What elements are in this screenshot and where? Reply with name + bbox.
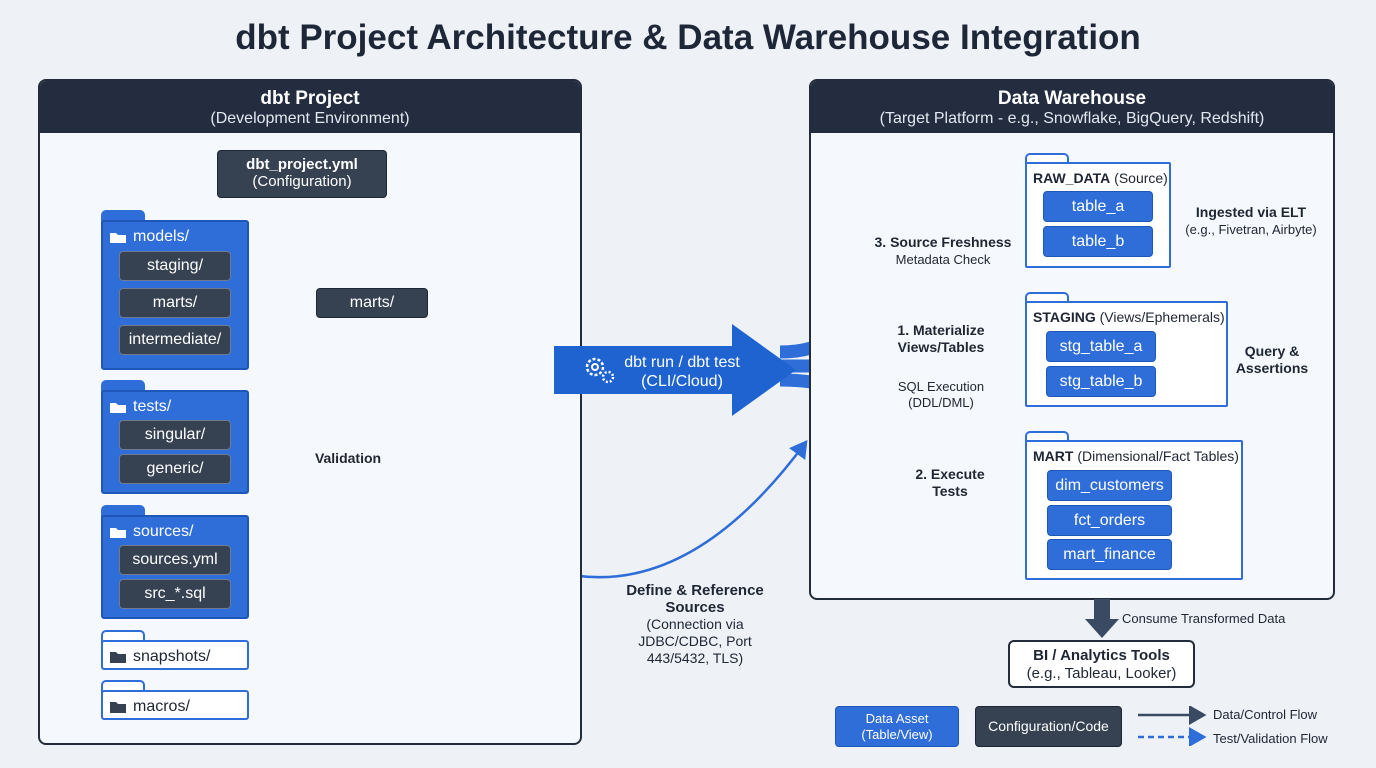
mart-name: MART — [1033, 448, 1074, 464]
define-sources-detail-3: 443/5432, TLS) — [646, 650, 744, 666]
legend-data-asset: Data Asset (Table/View) — [835, 706, 959, 747]
legend-config-code: Configuration/Code — [975, 706, 1122, 747]
snapshots-folder-label: snapshots/ — [133, 648, 211, 665]
sql-execution-detail: (DDL/DML) — [908, 395, 974, 410]
freshness-title: 3. Source Freshness — [874, 234, 1012, 250]
fct-orders-table[interactable]: fct_orders — [1047, 505, 1172, 536]
data-warehouse-subtitle: (Target Platform - e.g., Snowflake, BigQ… — [879, 110, 1265, 127]
src-sql-file[interactable]: src_*.sql — [119, 579, 231, 609]
execute-tests-title-2: Tests — [932, 483, 968, 499]
marts-subfolder[interactable]: marts/ — [119, 288, 231, 318]
execute-tests-label: 2. Execute Tests — [898, 466, 1002, 500]
raw-data-name: RAW_DATA — [1033, 170, 1111, 186]
legend-data-asset-line-2: (Table/View) — [861, 727, 933, 742]
bi-tools-title: BI / Analytics Tools — [1033, 647, 1170, 664]
freshness-detail: Metadata Check — [895, 252, 991, 267]
materialize-label: 1. Materialize Views/Tables — [882, 322, 1000, 356]
diagram-title: dbt Project Architecture & Data Warehous… — [235, 18, 1141, 57]
sql-execution-title: SQL Execution — [897, 379, 985, 394]
bi-tools-detail: (e.g., Tableau, Looker) — [1026, 665, 1177, 682]
freshness-label: 3. Source Freshness Metadata Check — [870, 234, 1016, 268]
open-folder-icon — [109, 526, 127, 539]
query-assertions-label: Query & Assertions — [1232, 343, 1312, 377]
dbt-project-title: dbt Project — [260, 88, 360, 109]
table-b[interactable]: table_b — [1043, 226, 1153, 257]
folder-icon — [109, 701, 127, 714]
staging-name: STAGING — [1033, 309, 1096, 325]
sql-execution-label: SQL Execution (DDL/DML) — [882, 379, 1000, 411]
legend-data-asset-line-1: Data Asset — [865, 711, 929, 726]
data-warehouse-header: Data Warehouse (Target Platform - e.g., … — [811, 81, 1333, 133]
open-folder-icon — [109, 231, 127, 244]
validation-label: Validation — [314, 450, 382, 466]
ingested-title: Ingested via ELT — [1195, 204, 1307, 220]
open-folder-icon — [109, 401, 127, 414]
models-folder-label: models/ — [133, 228, 190, 245]
dbt-project-yml-name: dbt_project.yml — [246, 156, 358, 173]
query-assertions-line-2: Assertions — [1235, 360, 1309, 376]
macros-folder-label: macros/ — [133, 698, 190, 715]
materialize-title-1: 1. Materialize — [897, 322, 985, 338]
staging-subfolder[interactable]: staging/ — [119, 251, 231, 281]
define-sources-title-1: Define & Reference — [626, 582, 764, 599]
tests-folder-label: tests/ — [133, 398, 172, 415]
table-a[interactable]: table_a — [1043, 191, 1153, 222]
macros-folder[interactable]: macros/ — [101, 690, 249, 720]
generic-subfolder[interactable]: generic/ — [119, 454, 231, 484]
mart-note: (Dimensional/Fact Tables) — [1077, 448, 1239, 464]
dbt-engine-command: dbt run / dbt test — [624, 354, 740, 371]
stg-table-b[interactable]: stg_table_b — [1046, 366, 1156, 397]
snapshots-folder[interactable]: snapshots/ — [101, 640, 249, 670]
define-sources-detail-2: JDBC/CDBC, Port — [638, 633, 752, 649]
stg-table-a[interactable]: stg_table_a — [1046, 331, 1156, 362]
intermediate-subfolder[interactable]: intermediate/ — [119, 325, 231, 355]
legend-lines — [1138, 706, 1207, 746]
ingested-detail: (e.g., Fivetran, Airbyte) — [1185, 222, 1317, 237]
gears-icon — [582, 354, 618, 391]
consume-label: Consume Transformed Data — [1122, 611, 1286, 626]
raw-data-note: (Source) — [1114, 170, 1168, 186]
sources-yml-file[interactable]: sources.yml — [119, 545, 231, 575]
dbt-engine-label: dbt run / dbt test (CLI/Cloud) — [614, 353, 750, 391]
execute-tests-title-1: 2. Execute — [915, 466, 985, 482]
singular-subfolder[interactable]: singular/ — [119, 420, 231, 450]
sources-folder-label: sources/ — [133, 523, 194, 540]
legend-dashed-label: Test/Validation Flow — [1213, 731, 1328, 746]
define-sources-label: Define & Reference Sources (Connection v… — [620, 582, 770, 667]
dbt-engine-arrow[interactable] — [554, 324, 798, 416]
ingested-label: Ingested via ELT (e.g., Fivetran, Airbyt… — [1174, 204, 1328, 238]
mart-finance-table[interactable]: mart_finance — [1047, 539, 1172, 570]
dbt-project-yml-box[interactable]: dbt_project.yml (Configuration) — [217, 150, 387, 198]
define-sources-title-2: Sources — [665, 599, 725, 616]
consume-arrow — [1085, 599, 1119, 638]
dbt-project-header: dbt Project (Development Environment) — [40, 81, 580, 133]
dbt-project-subtitle: (Development Environment) — [210, 110, 410, 127]
marts-output-box[interactable]: marts/ — [316, 288, 428, 318]
data-warehouse-title: Data Warehouse — [997, 88, 1147, 109]
query-assertions-line-1: Query & — [1244, 343, 1300, 359]
legend-solid-label: Data/Control Flow — [1213, 707, 1318, 722]
dbt-project-yml-desc: (Configuration) — [252, 173, 352, 190]
dim-customers-table[interactable]: dim_customers — [1047, 470, 1172, 501]
folder-icon — [109, 651, 127, 664]
materialize-title-2: Views/Tables — [897, 339, 985, 355]
dbt-engine-mode: (CLI/Cloud) — [641, 373, 723, 390]
bi-tools-box[interactable]: BI / Analytics Tools (e.g., Tableau, Loo… — [1008, 640, 1195, 688]
staging-note: (Views/Ephemerals) — [1099, 309, 1225, 325]
define-sources-detail-1: (Connection via — [646, 616, 744, 632]
